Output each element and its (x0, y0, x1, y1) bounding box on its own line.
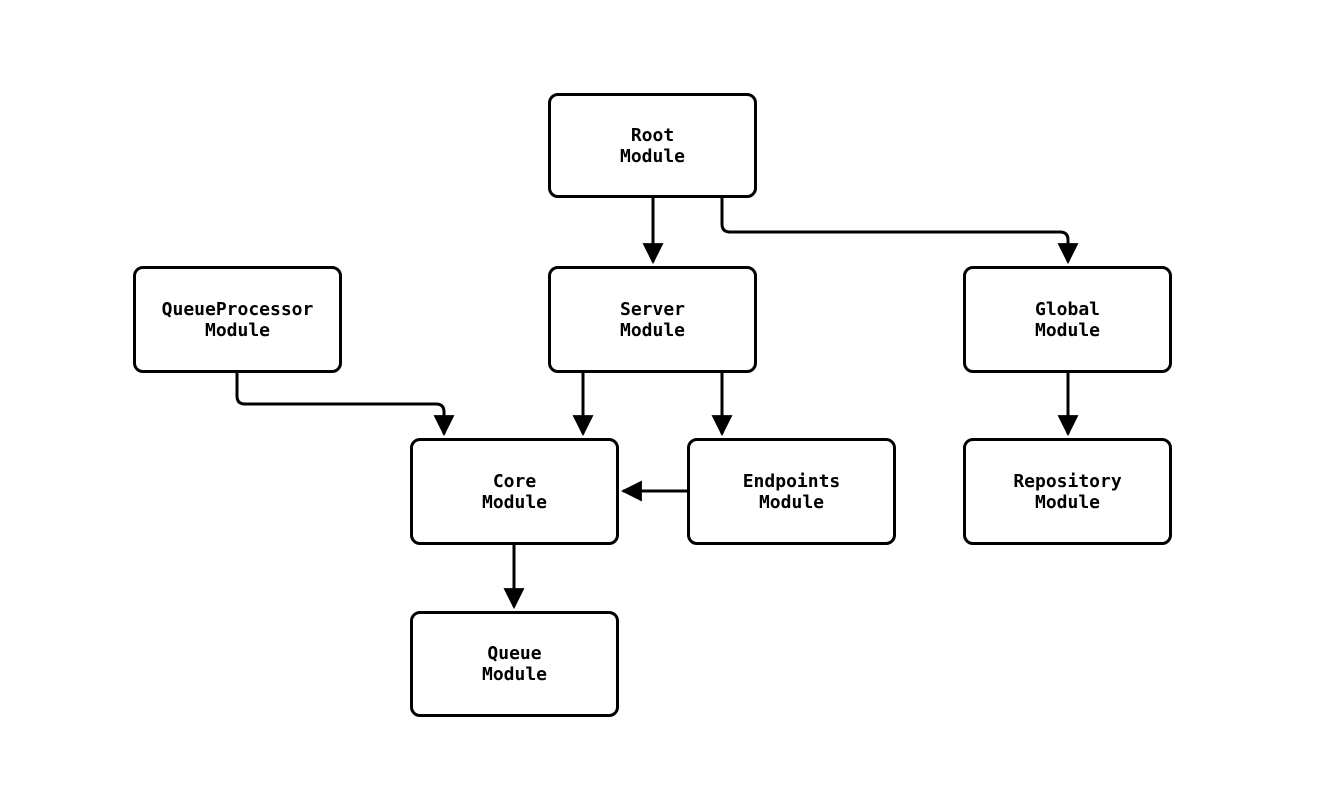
node-endpoints-module: Endpoints Module (687, 438, 896, 545)
node-core-module-label: Core Module (481, 470, 548, 513)
node-root-module-label: Root Module (619, 124, 686, 167)
node-global-module: Global Module (963, 266, 1172, 373)
node-server-module: Server Module (548, 266, 757, 373)
node-queue-module: Queue Module (410, 611, 619, 717)
edge-root-global (720, 198, 1079, 265)
node-queueprocessor-module-label: QueueProcessor Module (161, 298, 314, 341)
node-server-module-label: Server Module (619, 298, 686, 341)
node-queue-module-label: Queue Module (481, 643, 548, 685)
node-repository-module-label: Repository Module (1013, 470, 1122, 513)
node-queueprocessor-module: QueueProcessor Module (133, 266, 342, 373)
node-global-module-label: Global Module (1034, 298, 1101, 341)
node-core-module: Core Module (410, 438, 619, 545)
node-root-module: Root Module (548, 93, 757, 198)
node-repository-module: Repository Module (963, 438, 1172, 545)
node-endpoints-module-label: Endpoints Module (742, 470, 841, 513)
edge-queueprocessor-core (235, 373, 455, 437)
